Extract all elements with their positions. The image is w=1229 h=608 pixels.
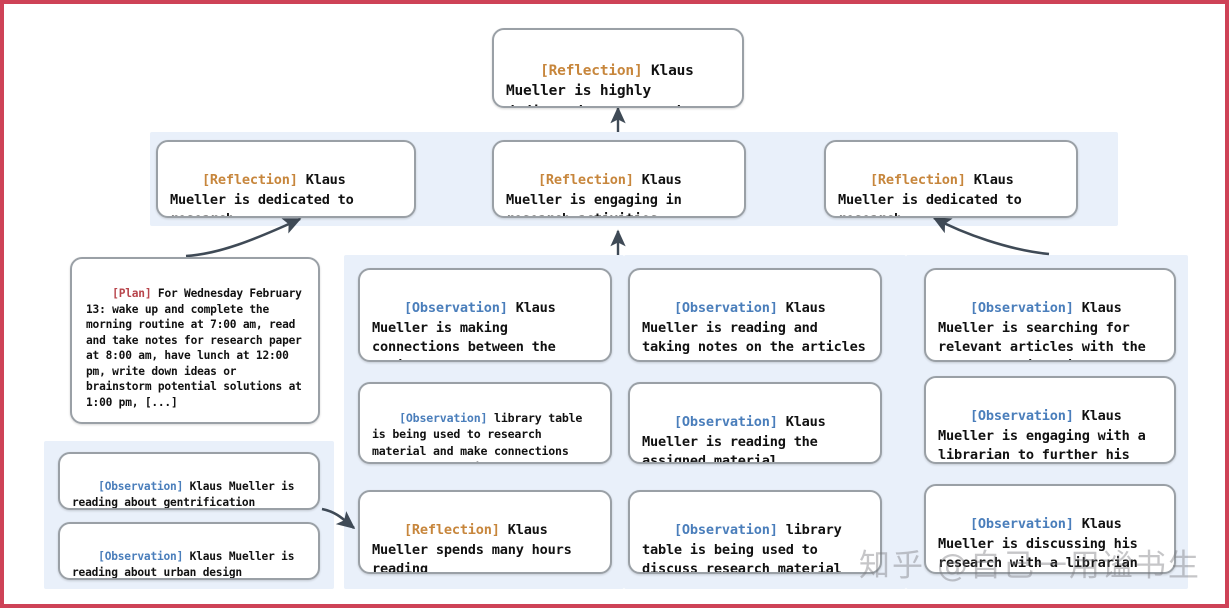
node-text: Klaus Mueller is reading and taking note… — [642, 300, 866, 355]
node-mid-reflection-right[interactable]: [Reflection] Klaus Mueller is dedicated … — [824, 140, 1078, 218]
tag-observation: [Observation] — [399, 411, 488, 426]
node-text: Klaus Mueller is searching for relevant … — [938, 300, 1146, 360]
node-obs-col3-1[interactable]: [Observation] Klaus Mueller is searching… — [924, 268, 1176, 362]
node-top-reflection[interactable]: [Reflection] Klaus Mueller is highly ded… — [492, 28, 744, 108]
node-mid-reflection-left[interactable]: [Reflection] Klaus Mueller is dedicated … — [156, 140, 416, 218]
tag-observation: [Observation] — [969, 408, 1074, 425]
node-obs-col3-3[interactable]: [Observation] Klaus Mueller is discussin… — [924, 484, 1176, 574]
node-obs-col2-3[interactable]: [Observation] library table is being use… — [628, 490, 882, 574]
node-text: Klaus Mueller is making connections betw… — [372, 300, 556, 360]
tag-observation: [Observation] — [969, 516, 1074, 533]
node-text: For Wednesday February 13: wake up and c… — [86, 287, 309, 409]
node-obs-col2-2[interactable]: [Observation] Klaus Mueller is reading t… — [628, 382, 882, 464]
tag-plan: [Plan] — [112, 287, 152, 301]
node-obs-bottom-left-2[interactable]: [Observation] Klaus Mueller is reading a… — [58, 522, 320, 580]
tag-observation: [Observation] — [98, 550, 184, 564]
node-obs-col3-2[interactable]: [Observation] Klaus Mueller is engaging … — [924, 376, 1176, 464]
tag-reflection: [Reflection] — [540, 62, 643, 79]
tag-observation: [Observation] — [403, 300, 508, 317]
node-text: Klaus Mueller is engaging with a librari… — [938, 408, 1146, 463]
node-plan[interactable]: [Plan] For Wednesday February 13: wake u… — [70, 257, 320, 424]
tag-reflection: [Reflection] — [201, 172, 298, 189]
tag-observation: [Observation] — [98, 480, 184, 494]
node-text: Klaus Mueller spends many hours reading — [372, 522, 580, 574]
tag-reflection: [Reflection] — [869, 172, 966, 189]
node-obs-col1-1[interactable]: [Observation] Klaus Mueller is making co… — [358, 268, 612, 362]
node-text: Klaus Mueller is dedicated to research — [170, 172, 354, 216]
tag-reflection: [Reflection] — [537, 172, 634, 189]
node-refl-col1-3[interactable]: [Reflection] Klaus Mueller spends many h… — [358, 490, 612, 574]
node-text: Klaus Mueller is dedicated to research — [838, 172, 1022, 216]
tag-observation: [Observation] — [673, 300, 778, 317]
node-obs-col1-2[interactable]: [Observation] library table is being use… — [358, 382, 612, 464]
node-text: library table is being used to discuss r… — [642, 522, 850, 574]
node-obs-col2-1[interactable]: [Observation] Klaus Mueller is reading a… — [628, 268, 882, 362]
tag-observation: [Observation] — [673, 522, 778, 539]
node-text: Klaus Mueller is reading about urban des… — [72, 550, 301, 579]
node-text: Klaus Mueller is reading the assigned ma… — [642, 414, 834, 464]
node-text: Klaus Mueller is discussing his research… — [938, 516, 1146, 571]
node-text: Klaus Mueller is reading about gentrific… — [72, 480, 301, 509]
node-text: library table is being used to research … — [372, 411, 583, 462]
tag-observation: [Observation] — [969, 300, 1074, 317]
tag-reflection: [Reflection] — [403, 522, 500, 539]
tag-observation: [Observation] — [673, 414, 778, 431]
node-text: Klaus Mueller is highly dedicated to res… — [506, 62, 694, 106]
node-mid-reflection-center[interactable]: [Reflection] Klaus Mueller is engaging i… — [492, 140, 746, 218]
node-text: Klaus Mueller is engaging in research ac… — [506, 172, 682, 216]
watermark: 知乎 @自己一用谧书生 — [859, 548, 1201, 584]
node-obs-bottom-left-1[interactable]: [Observation] Klaus Mueller is reading a… — [58, 452, 320, 510]
